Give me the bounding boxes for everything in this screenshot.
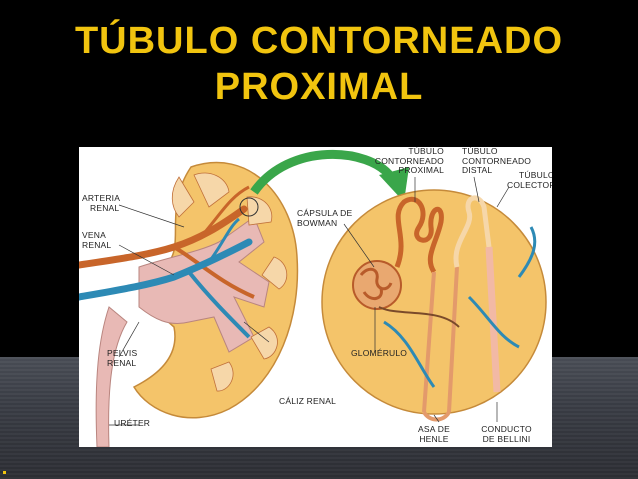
loop-of-henle <box>422 266 459 413</box>
renal-artery <box>79 205 248 269</box>
slide-title: TÚBULO CONTORNEADO PROXIMAL <box>0 18 638 110</box>
kidney-diagram-svg <box>79 150 547 447</box>
label-text: HENLE <box>419 433 449 444</box>
renal-vein <box>79 238 253 301</box>
nephron-circle <box>321 189 547 415</box>
label-tubulo-colector: TÚBULO COLECTOR <box>507 170 552 190</box>
loop-bottom <box>422 410 451 422</box>
vein-branch <box>187 270 251 339</box>
artery-branch <box>197 185 250 241</box>
label-text: COLECTOR <box>507 179 552 190</box>
label-text: RENAL <box>90 202 120 213</box>
label-text: RENAL <box>107 357 137 368</box>
label-text: VENA <box>82 230 106 240</box>
zoom-arrow-head <box>379 167 409 202</box>
title-line-1: TÚBULO CONTORNEADO <box>74 20 564 62</box>
label-pelvis-renal: PELVIS RENAL <box>107 348 138 368</box>
zoom-arrow <box>250 150 395 195</box>
vein-branch <box>207 217 240 263</box>
label-text: CÁPSULA DE <box>297 208 353 218</box>
label-capsula-bowman: CÁPSULA DE BOWMAN <box>297 208 353 228</box>
label-text: RENAL <box>82 239 112 250</box>
ureter <box>95 306 128 447</box>
label-text: ARTERIA <box>82 193 121 203</box>
label-glomerulo: GLOMÉRULO <box>351 348 408 358</box>
label-text: ASA DE <box>418 424 450 434</box>
label-text: TÚBULO <box>519 170 552 180</box>
label-text: DE BELLINI <box>482 433 531 444</box>
label-text: CONTORNEADO <box>374 155 444 166</box>
label-text: PELVIS <box>107 348 138 358</box>
label-ureter: URÉTER <box>114 418 151 428</box>
label-text: CONDUCTO <box>481 424 532 434</box>
proximal-tubule <box>394 197 444 274</box>
glomerulus-capillaries <box>359 267 393 301</box>
label-text: CONTORNEADO <box>462 155 532 166</box>
label-arteria-renal: ARTERIA RENAL <box>82 193 121 213</box>
label-vena-renal: VENA RENAL <box>82 230 112 250</box>
title-line-2: PROXIMAL <box>214 66 424 108</box>
blood-vessels <box>383 226 537 388</box>
zoom-marker <box>239 197 259 217</box>
label-asa-henle: ASA DE HENLE <box>409 424 459 444</box>
collecting-duct <box>485 246 501 393</box>
label-caliz-renal: CÁLIZ RENAL <box>279 396 336 406</box>
label-tubulo-distal: TÚBULO CONTORNEADO DISTAL <box>462 147 531 176</box>
label-text: PROXIMAL <box>398 165 444 175</box>
label-text: TÚBULO <box>462 147 498 156</box>
label-text: BOWMAN <box>297 217 338 228</box>
blood-vessels-2 <box>378 306 460 328</box>
kidney-nephron-illustration: ARTERIA RENAL VENA RENAL PELVIS RENAL UR… <box>79 147 552 447</box>
label-text: DISTAL <box>462 165 493 175</box>
renal-pyramids <box>171 172 288 392</box>
artery-branch <box>172 245 255 299</box>
label-tubulo-proximal: TÚBULO CONTORNEADO PROXIMAL <box>369 147 444 176</box>
label-conducto-bellini: CONDUCTO DE BELLINI <box>474 424 539 444</box>
distal-tubule <box>453 195 492 268</box>
leader-lines <box>109 176 510 426</box>
label-text: TÚBULO <box>408 147 444 156</box>
slide-corner-accent <box>3 471 6 474</box>
